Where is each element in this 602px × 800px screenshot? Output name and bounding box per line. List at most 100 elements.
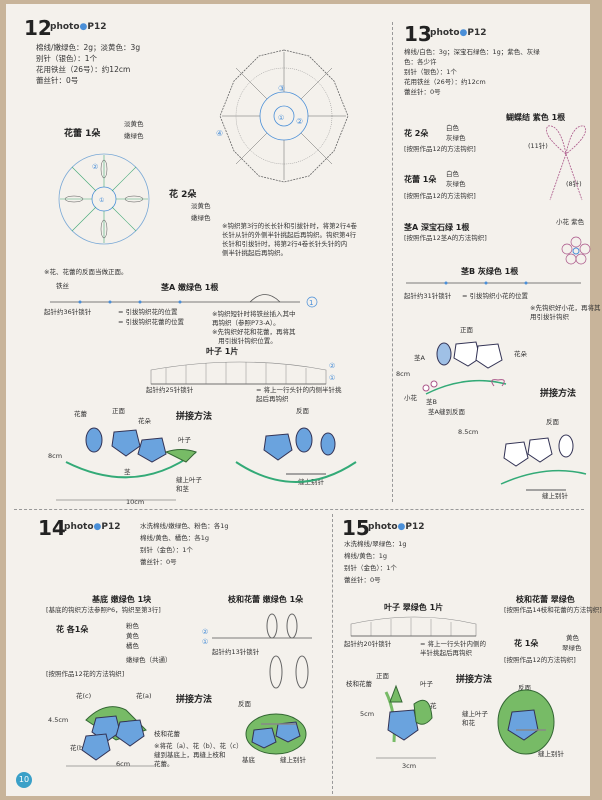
assembly-15-branch: 枝和花蕾	[346, 680, 372, 688]
branch-label-14: 枝和花蕾 嫩绿色 1朵	[228, 595, 304, 604]
stem-b-note: = 引拔钩织小花的位置	[462, 292, 529, 300]
small-flower-label: 小花 紫色	[556, 218, 585, 226]
materials-12-line4: 蕾丝针：0号	[36, 76, 79, 85]
assembly-15-leaf: 叶子	[420, 680, 433, 688]
bud-13-color1: 白色	[446, 170, 459, 178]
materials-12-line2: 别针（银色）：1个	[36, 54, 98, 63]
materials-15-line3: 别针（金色）：1个	[344, 564, 397, 572]
bud-diagram: ① ②	[58, 153, 150, 245]
assembly-13-sew: 茎A缝到反面	[428, 408, 465, 416]
note-12-reverse: ※花、花蕾的反面当做正面。	[44, 268, 128, 276]
page-number: 10	[16, 772, 32, 788]
flower-label-14: 花 各1朵	[56, 625, 89, 634]
dim-15-height: 5cm	[360, 710, 375, 718]
flower-color-2: 嫩绿色	[191, 214, 211, 222]
assembly-12-flower: 花朵	[138, 417, 151, 425]
photo-ref-15: photo●P12	[368, 522, 425, 532]
materials-15-line1: 水洗棉线/翠绿色：1g	[344, 540, 407, 548]
pattern-number-14: 14	[38, 516, 66, 540]
flower-14-color3: 橘色	[126, 642, 139, 650]
assembly-14-pin: 缝上别针	[280, 756, 306, 764]
page: 12 photo●P12 棉线/嫩绿色：2g；淡黄色：3g 别针（银色）：1个 …	[6, 4, 602, 796]
dim-13-height: 8cm	[396, 370, 411, 378]
photo-page: P12	[405, 522, 425, 532]
bud-13-ref: [按照作品12的方法钩织]	[404, 192, 476, 200]
base-label: 基底 嫩绿色 1块	[92, 595, 152, 604]
svg-text:②: ②	[296, 117, 303, 126]
materials-15-line2: 棉线/黄色：1g	[344, 552, 387, 560]
svg-text:①: ①	[202, 638, 208, 646]
photo-ref-13: photo●P12	[430, 28, 487, 38]
assembly-13-pin: 缝上别针	[542, 492, 568, 500]
stem-a-label-13: 茎A 深宝石绿 1根	[404, 223, 470, 232]
dim-14-width: 6cm	[116, 760, 131, 768]
stem-b-start: 起针约31针锁针	[404, 292, 452, 300]
flower-label-13: 花 2朵	[404, 129, 429, 138]
flower-13-ref: [按照作品12的方法钩织]	[404, 145, 476, 153]
photo-page: P12	[87, 22, 107, 32]
dim-12-width: 10cm	[126, 498, 145, 506]
materials-13-line3: 别针（银色）：1个	[404, 68, 457, 76]
materials-13-line4: 花用铁丝（26号）：约12cm	[404, 78, 486, 86]
materials-13-line2: 色：各少许	[404, 58, 437, 66]
assembly-14-branch: 枝和花蕾	[154, 730, 180, 738]
flower-14-color1: 粉色	[126, 622, 139, 630]
photo-page: P12	[467, 28, 487, 38]
flower-13-color1: 白色	[446, 124, 459, 132]
stem-a-ref-13: [按照作品12茎A的方法钩织]	[404, 234, 487, 242]
assembly-illustration-13-front	[422, 341, 507, 395]
assembly-13-stemb: 茎B	[426, 398, 437, 406]
bow-label: 蝴蝶结 紫色 1根	[506, 113, 566, 122]
svg-text:②: ②	[92, 163, 98, 171]
leaf-chart-12: ② ①	[150, 361, 335, 385]
leaf-label-12: 叶子 1片	[206, 347, 239, 356]
assembly-13-flower: 花朵	[514, 350, 527, 358]
assembly-title-15: 拼接方法	[456, 675, 493, 685]
assembly-13-front: 正面	[460, 326, 473, 334]
note-12-rows: ※钩织第3行的长长针和引拔针时，将第2行4卷 长针从针的外侧半针挑起后再钩织。钩…	[222, 222, 357, 257]
assembly-13-back: 反面	[546, 418, 559, 426]
svg-text:②: ②	[329, 362, 335, 370]
dim-13-width: 8.5cm	[458, 428, 479, 436]
assembly-illustration-14	[66, 706, 307, 767]
pattern-number-12: 12	[24, 16, 52, 40]
svg-text:④: ④	[216, 129, 223, 138]
bud-label-12: 花蕾 1朵	[64, 129, 101, 139]
assembly-illustration-15	[376, 684, 555, 759]
assembly-15-front: 正面	[376, 672, 389, 680]
flower-14-ref: [按照作品12花的方法钩织]	[46, 670, 125, 678]
svg-text:③: ③	[278, 84, 285, 93]
materials-14-line4: 蕾丝针：0号	[140, 558, 177, 566]
assembly-14-note: ※将花（a）、花（b）、花（c） 缝到基底上，再缝上枝和 花蕾。	[154, 742, 243, 768]
divider-vertical	[392, 22, 393, 502]
svg-text:②: ②	[202, 628, 208, 636]
assembly-14-c: 花(c)	[76, 692, 92, 700]
assembly-14-back: 反面	[238, 700, 251, 708]
assembly-12-bud: 花蕾	[74, 410, 87, 418]
stem-a-note2: = 引拔钩织花蕾的位置	[118, 318, 185, 326]
materials-15-line4: 蕾丝针：0号	[344, 576, 381, 584]
branch-bud-diagram	[269, 655, 309, 689]
flower-14-color2: 黄色	[126, 632, 139, 640]
base-ref: [基底的钩织方法参照P6，钩织至第3行]	[46, 606, 161, 614]
materials-12-line1: 棉线/嫩绿色：2g；淡黄色：3g	[36, 43, 141, 52]
assembly-title-12: 拼接方法	[176, 412, 213, 422]
small-flower-diagram	[561, 236, 591, 265]
bud-color-1: 淡黄色	[124, 120, 144, 128]
pattern-number-15: 15	[342, 516, 370, 540]
dim-15-width: 3cm	[402, 762, 417, 770]
materials-14-line1: 水洗棉线/嫩绿色、粉色：各1g	[140, 522, 229, 530]
flower-diagram: ③ ① ② ④	[216, 49, 349, 183]
svg-text:①: ①	[99, 197, 104, 204]
assembly-13-stema: 茎A	[414, 354, 425, 362]
divider-horizontal	[14, 509, 584, 510]
bud-label-13: 花蕾 1朵	[404, 175, 437, 184]
assembly-illustration-12	[56, 427, 357, 501]
assembly-12-back: 反面	[296, 407, 309, 415]
flower-15-color2: 翠绿色	[562, 644, 582, 652]
flower-13-color2: 灰绿色	[446, 134, 466, 142]
assembly-title-13: 拼接方法	[540, 389, 577, 399]
assembly-15-pin: 缝上别针	[538, 750, 564, 758]
materials-12-line3: 花用铁丝（26号）：约12cm	[36, 65, 131, 74]
pattern-number-13: 13	[404, 22, 432, 46]
